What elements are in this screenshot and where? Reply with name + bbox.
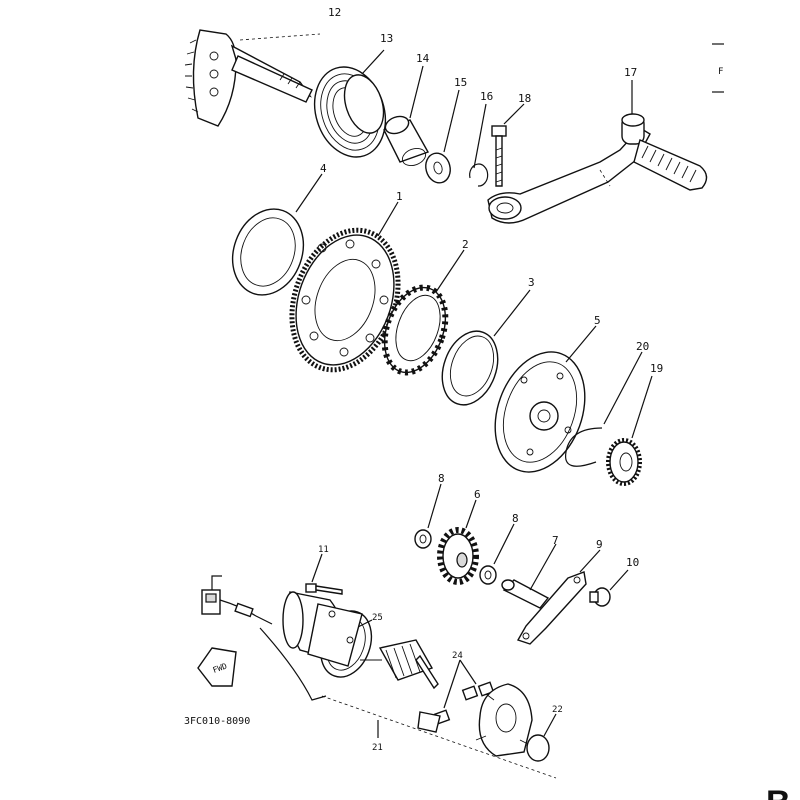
callout-19: 19 — [650, 362, 663, 375]
part-2-one-way-clutch — [381, 249, 465, 376]
callout-2: 2 — [462, 238, 469, 251]
part-11-screw — [305, 553, 343, 595]
brush-holder-plate — [417, 683, 533, 757]
starter-motor — [259, 591, 363, 701]
part-8b-washer — [479, 523, 515, 585]
callout-21: 21 — [372, 743, 383, 753]
wire-connector — [201, 575, 273, 625]
callout-4: 4 — [320, 162, 327, 175]
part-18-bolt — [491, 103, 525, 187]
part-6-idler-gear — [437, 499, 479, 585]
part-15-washer — [425, 89, 460, 184]
callout-17: 17 — [624, 66, 637, 79]
callout-20: 20 — [636, 340, 649, 353]
callout-25: 25 — [372, 613, 383, 623]
callout-8b: 8 — [512, 512, 519, 525]
callout-14: 14 — [416, 52, 430, 65]
part-21-assembly-bracket — [321, 695, 557, 779]
callout-12: 12 — [328, 6, 341, 19]
part-14-bushing — [383, 65, 430, 167]
callout-8a: 8 — [438, 472, 445, 485]
callout-22: 22 — [552, 705, 563, 715]
drawing-code: 3FC010-8090 — [184, 716, 250, 727]
part-9-plate — [516, 549, 601, 645]
callout-13: 13 — [380, 32, 393, 45]
callout-3: 3 — [528, 276, 535, 289]
edge-mark-label: F — [718, 67, 723, 77]
edge-marks: F — [712, 43, 724, 93]
callout-10: 10 — [626, 556, 639, 569]
callout-15: 15 — [454, 76, 467, 89]
callout-11: 11 — [318, 545, 329, 555]
part-1-wheel-gear — [289, 201, 401, 373]
part-19-gear — [606, 375, 653, 486]
fwd-arrow-icon: FWD — [197, 647, 237, 687]
callout-9: 9 — [596, 538, 603, 551]
armature — [360, 639, 439, 690]
callout-16: 16 — [480, 90, 493, 103]
part-7-shaft — [501, 543, 557, 609]
callout-6: 6 — [474, 488, 481, 501]
part-16-circlip — [469, 103, 489, 187]
part-4-washer — [231, 173, 323, 296]
callout-5: 5 — [594, 314, 601, 327]
part-12-kick-shaft — [184, 29, 321, 127]
part-17-kick-lever — [487, 80, 708, 224]
part-8a-washer — [414, 483, 442, 549]
callout-1: 1 — [396, 190, 403, 203]
callout-24: 24 — [452, 651, 463, 661]
part-20-clip — [564, 351, 643, 467]
page-letter: B — [766, 784, 791, 800]
part-3-ring — [441, 289, 531, 406]
part-13-spring — [313, 49, 387, 158]
callout-7: 7 — [552, 534, 559, 547]
callout-18: 18 — [518, 92, 531, 105]
part-5-clutch-housing — [494, 325, 597, 473]
part-22-o-ring — [526, 713, 557, 762]
part-10-screw — [589, 569, 629, 607]
